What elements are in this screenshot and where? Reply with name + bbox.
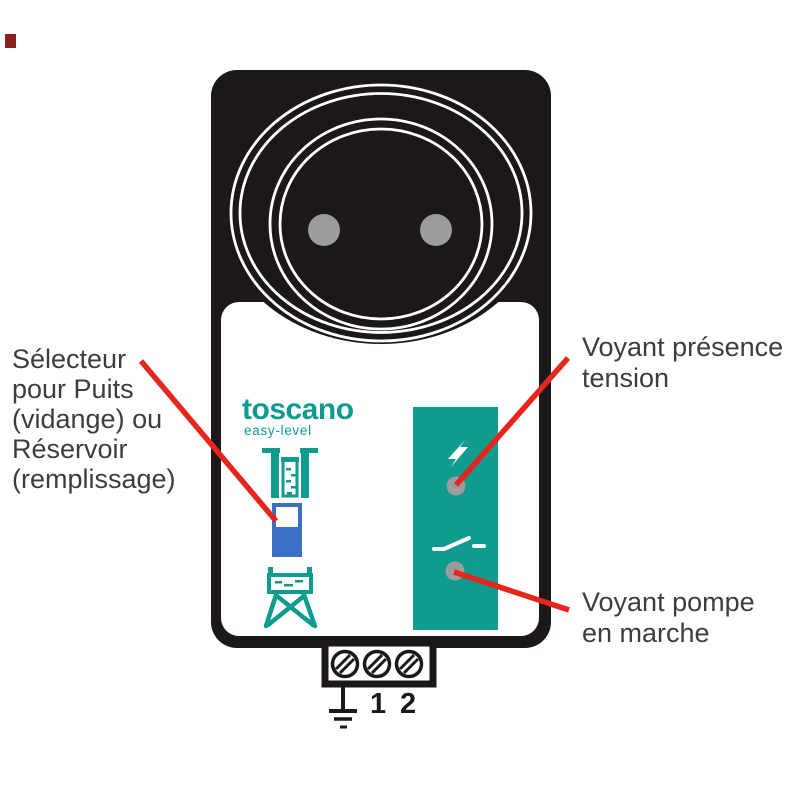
annotation-voltage-line: Voyant présence bbox=[582, 332, 784, 362]
selector-window bbox=[276, 507, 298, 527]
terminal-screw-2 bbox=[362, 649, 392, 679]
terminal-label-2: 2 bbox=[400, 688, 417, 720]
corner-mark bbox=[5, 34, 16, 48]
brand-tagline: easy-level bbox=[244, 423, 312, 438]
terminal-label-1: 1 bbox=[370, 688, 387, 720]
annotation-selector-line: (remplissage) bbox=[12, 464, 176, 494]
annotation-voltage-led: Voyant présence tension bbox=[582, 332, 783, 394]
indicator-panel bbox=[413, 407, 498, 630]
pointer-lines bbox=[138, 356, 571, 613]
socket-pin-right bbox=[420, 214, 452, 246]
indicator-panel-bg bbox=[413, 407, 498, 630]
annotation-selector-line: pour Puits bbox=[12, 374, 134, 404]
annotation-selector-line: Réservoir bbox=[12, 434, 128, 464]
terminal-block bbox=[321, 639, 437, 729]
annotation-selector-line: Sélecteur bbox=[12, 344, 127, 374]
terminal-screw-3 bbox=[394, 649, 424, 679]
socket-face bbox=[221, 82, 541, 344]
annotation-pump-led: Voyant pompe en marche bbox=[582, 587, 755, 649]
pointer-line-selector bbox=[138, 359, 279, 523]
switch-contact-icon bbox=[432, 536, 486, 551]
pointer-line-voltage bbox=[453, 356, 571, 487]
annotation-pump-line: Voyant pompe bbox=[582, 587, 755, 617]
power-socket-icon bbox=[221, 82, 541, 344]
selector-switch bbox=[272, 503, 302, 557]
socket-ring-inner-1 bbox=[268, 117, 494, 331]
reservoir-tower-icon bbox=[263, 567, 318, 629]
terminal-screw-1 bbox=[330, 649, 360, 679]
pointer-line-pump bbox=[453, 569, 570, 613]
annotation-pump-line: en marche bbox=[582, 618, 710, 648]
socket-ring-outer-1 bbox=[229, 83, 533, 343]
socket-ring-outer-2 bbox=[238, 92, 524, 334]
annotation-selector: Sélecteur pour Puits (vidange) ou Réserv… bbox=[12, 344, 176, 494]
lightning-icon bbox=[448, 440, 468, 467]
well-probe-icon bbox=[262, 448, 318, 498]
socket-pin-left bbox=[308, 214, 340, 246]
brand-logo: toscano bbox=[242, 393, 354, 426]
annotation-selector-line: (vidange) ou bbox=[12, 404, 163, 434]
annotation-voltage-line: tension bbox=[582, 363, 670, 393]
ground-icon bbox=[329, 686, 357, 729]
socket-ring-inner-2 bbox=[278, 127, 484, 321]
